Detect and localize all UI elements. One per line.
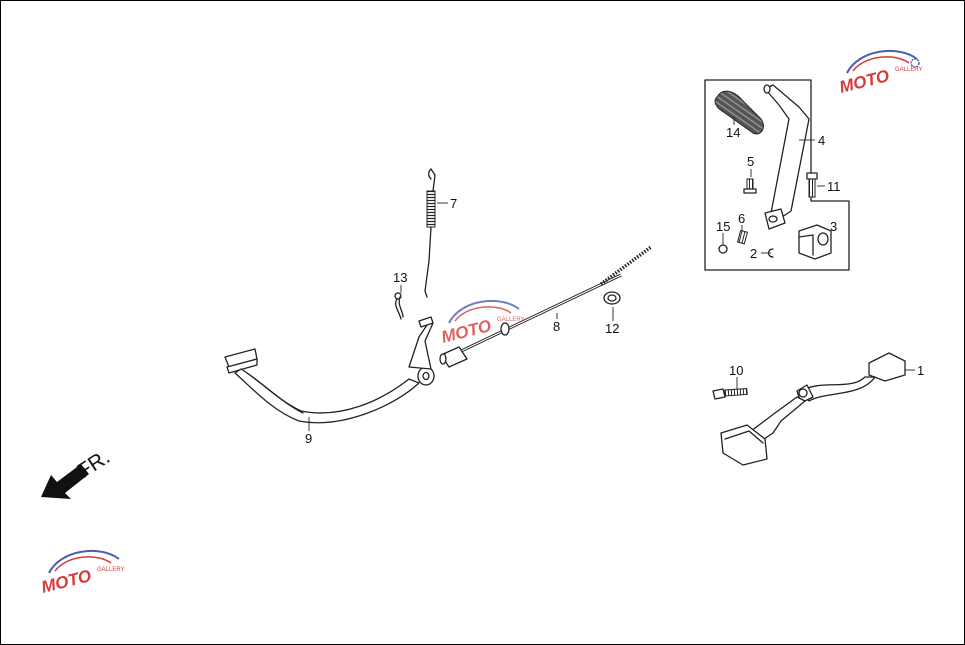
part-1-side-pedal (720, 352, 906, 466)
callout-10: 10 (729, 363, 743, 378)
callout-1: 1 (917, 363, 924, 378)
watermark-logo-bottom-left: MOTO GALLERY (39, 549, 125, 597)
callout-11: 11 (827, 179, 841, 194)
callout-15: 15 (716, 219, 730, 234)
front-direction-arrow: FR. (41, 445, 114, 499)
callout-2: 2 (750, 246, 757, 261)
part-11-bolt (806, 172, 818, 198)
part-8-brake-rod (439, 245, 653, 368)
watermark-brand: MOTO (39, 566, 93, 597)
part-3-pivot-bracket (798, 224, 832, 260)
callout-4: 4 (818, 133, 825, 148)
callout-12: 12 (605, 321, 619, 336)
watermark-tagline: GALLERY (497, 317, 525, 323)
part-7-spring (424, 168, 436, 298)
callout-3: 3 (830, 219, 837, 234)
watermark-brand: MOTO (837, 66, 891, 97)
callout-6: 6 (738, 211, 745, 226)
watermark-logo-top-right: MOTO GALLERY (837, 49, 923, 97)
part-10-bolt (712, 387, 748, 400)
part-5-bolt (743, 178, 757, 194)
callout-8: 8 (553, 319, 560, 334)
watermark-brand: MOTO (439, 316, 493, 347)
watermark-tagline: GALLERY (895, 67, 923, 73)
part-12-washer (603, 291, 621, 305)
part-15-ball (718, 244, 728, 254)
kick-starter-parts-box (704, 79, 850, 271)
callout-13: 13 (393, 270, 407, 285)
callout-5: 5 (747, 154, 754, 169)
part-9-brake-pedal (224, 316, 435, 424)
callout-14: 14 (726, 125, 740, 140)
part-6-pin (736, 229, 749, 245)
watermark-tagline: GALLERY (97, 567, 125, 573)
callout-7: 7 (450, 196, 457, 211)
leader-lines (308, 117, 915, 431)
callout-labels: 1 2 3 4 5 6 7 8 9 10 11 12 13 14 15 (305, 125, 924, 446)
part-4-kick-arm (763, 84, 810, 230)
callout-9: 9 (305, 431, 312, 446)
part-13-cotter-pin (394, 292, 404, 320)
part-14-grip-rubber (714, 90, 764, 135)
